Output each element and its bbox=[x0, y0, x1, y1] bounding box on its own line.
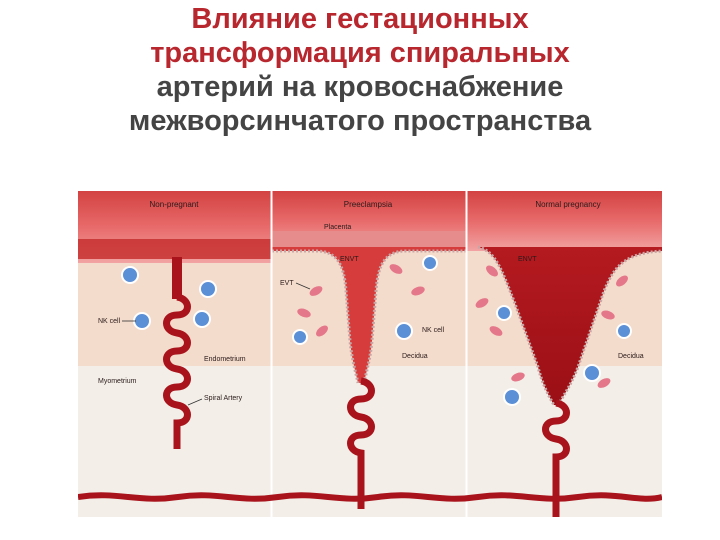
panel-preeclampsia: Preeclampsia Placenta ENVT EVT NK cell D… bbox=[272, 191, 466, 517]
evt-cell-icon bbox=[616, 275, 628, 287]
evt-cell-icon bbox=[316, 325, 328, 337]
evt-cell-group bbox=[475, 265, 628, 388]
evt-cell-group bbox=[297, 264, 425, 337]
header-band bbox=[467, 191, 662, 251]
evt-cell-icon bbox=[597, 378, 611, 388]
envt-label: ENVT bbox=[340, 256, 359, 263]
evt-cell-icon bbox=[486, 265, 498, 277]
nk-cell-icon bbox=[193, 310, 211, 328]
evt-cell-icon bbox=[475, 298, 489, 308]
myometrium-label: Myometrium bbox=[98, 378, 137, 385]
nk-cell-group bbox=[121, 266, 217, 330]
nk-cell-label: NK cell bbox=[98, 318, 121, 325]
evt-cell-icon bbox=[309, 286, 323, 296]
evt-label: EVT bbox=[280, 280, 294, 287]
evt-cell-icon bbox=[489, 326, 503, 336]
spiral-artery-coil bbox=[347, 377, 375, 509]
evt-cell-icon bbox=[601, 310, 615, 320]
evt-cell-icon bbox=[411, 286, 425, 296]
placenta-label: Placenta bbox=[324, 224, 351, 231]
narrow-funnel bbox=[272, 247, 466, 383]
nk-cell-label: NK cell bbox=[422, 327, 445, 334]
slide-title: Влияние гестационных трансформация спира… bbox=[0, 2, 720, 138]
evt-cell-icon bbox=[389, 264, 403, 274]
artery-trunk bbox=[172, 257, 182, 299]
spiral-artery-coil bbox=[542, 399, 570, 517]
nk-cell-icon bbox=[583, 364, 601, 382]
label-leader bbox=[187, 398, 203, 406]
radial-artery bbox=[78, 492, 662, 502]
panel-non-pregnant: Non-pregnant NK cell Endometrium Myometr… bbox=[78, 191, 271, 517]
spiral-artery-diagram: Non-pregnant NK cell Endometrium Myometr… bbox=[78, 191, 662, 517]
trophoblast-lining bbox=[556, 249, 662, 406]
evt-cell-icon bbox=[511, 372, 525, 382]
wide-funnel bbox=[467, 247, 662, 405]
placental-layer bbox=[78, 239, 271, 259]
panel-normal-pregnancy: Normal pregnancy ENVT Decidua bbox=[467, 191, 662, 517]
title-line-3: артерий на кровоснабжение bbox=[156, 71, 564, 103]
title-line-2: трансформация спиральных bbox=[150, 37, 570, 69]
spiral-artery-label: Spiral Artery bbox=[204, 395, 243, 402]
panel-header-label: Normal pregnancy bbox=[535, 200, 600, 209]
nk-cell-icon bbox=[121, 266, 139, 284]
nk-cell-icon bbox=[496, 305, 512, 321]
nk-cell-icon bbox=[395, 322, 413, 340]
nk-cell-group bbox=[292, 255, 438, 345]
nk-cell-icon bbox=[503, 388, 521, 406]
evt-cell-icon bbox=[297, 308, 311, 318]
label-leader bbox=[295, 282, 311, 290]
endometrium-label: Endometrium bbox=[204, 356, 246, 363]
placenta-layer bbox=[272, 231, 466, 247]
trophoblast-lining bbox=[362, 249, 466, 384]
decidua-label: Decidua bbox=[402, 353, 428, 360]
panel-header-label: Non-pregnant bbox=[150, 200, 200, 209]
trophoblast-lining bbox=[272, 249, 360, 384]
nk-cell-group bbox=[496, 305, 632, 406]
panel-header-label: Preeclampsia bbox=[344, 200, 393, 209]
spiral-artery-coil bbox=[163, 293, 191, 449]
decidua-label: Decidua bbox=[618, 353, 644, 360]
nk-cell-icon bbox=[616, 323, 632, 339]
nk-cell-icon bbox=[292, 329, 308, 345]
nk-cell-icon bbox=[199, 280, 217, 298]
nk-cell-icon bbox=[422, 255, 438, 271]
title-line-4: межворсинчатого пространства bbox=[128, 105, 592, 137]
title-line-1: Влияние гестационных bbox=[191, 3, 529, 35]
nk-cell-icon bbox=[133, 312, 151, 330]
envt-label: ENVT bbox=[518, 256, 537, 263]
